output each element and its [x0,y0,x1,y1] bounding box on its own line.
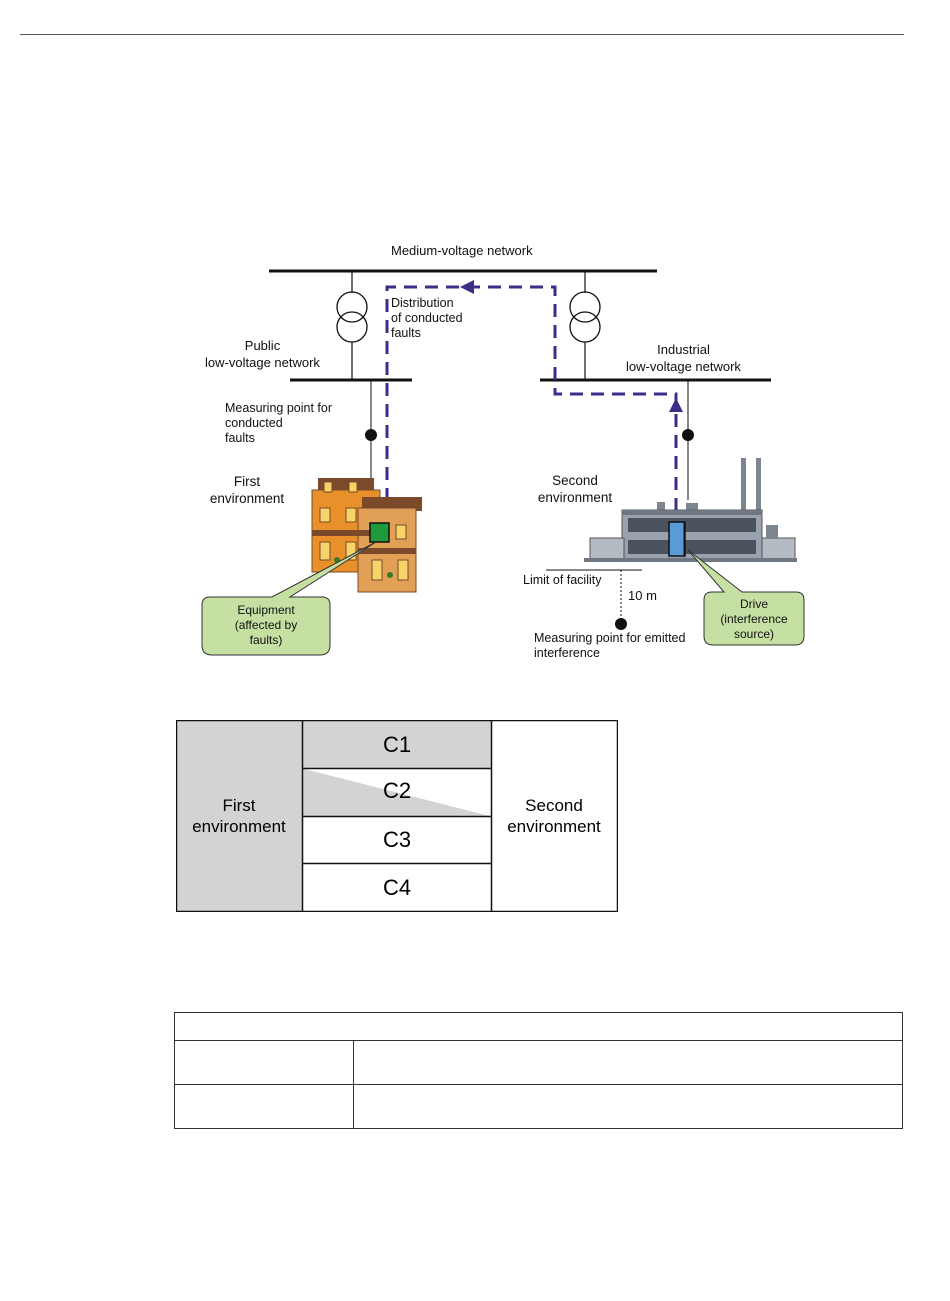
second-environment-line: environment [537,490,613,505]
category-table-grid [176,720,618,912]
category-c4: C4 [382,874,412,900]
equipment-callout-text: Equipment (affected by faults) [202,603,330,648]
diagram-graphics [201,269,805,656]
drive-callout-line: source) [733,627,774,641]
public-lv-label: Public low-voltage network [196,337,329,371]
distribution-label-line: Distribution [391,296,454,310]
first-environment-line: environment [209,491,285,506]
factory-illustration [584,458,797,562]
emitted-measuring-point [615,618,627,630]
table-cell [174,1040,354,1085]
drive-callout-line: Drive [739,597,768,611]
limit-of-facility-label: Limit of facility [523,573,602,587]
drive-callout-line: (interference [720,612,788,626]
second-environment-line: Second [552,473,598,488]
measuring-conducted-line: Measuring point for [225,401,333,415]
measuring-conducted-line: conducted [225,416,283,430]
first-environment-label: First environment [205,473,289,507]
drive-callout-shape [687,549,805,646]
drive-callout-text: Drive (interference source) [704,597,804,642]
house-illustration [311,478,422,593]
industrial-transformer-upper [569,291,601,323]
equipment-callout-line: (affected by [234,618,298,632]
measuring-emitted-label: Measuring point for emitted interference [534,631,685,661]
category-c3: C3 [382,827,412,852]
equipment-box [369,522,390,543]
category-table: First environment C1 C2 C3 C4 Second env… [176,720,618,912]
public-lv-label-line: low-voltage network [205,355,320,370]
first-environment-cell: First environment [192,796,286,836]
distance-label: 10 m [628,588,657,603]
public-transformer-lower [336,311,368,343]
measuring-conducted-label: Measuring point for conducted faults [225,401,332,446]
measuring-conducted-line: faults [225,431,255,445]
public-transformer-upper [336,291,368,323]
empty-table [174,1012,903,1129]
table-cell [353,1084,903,1129]
category-c1: C1 [382,731,412,757]
table-cell [353,1040,903,1085]
industrial-lv-label-line: Industrial [657,342,710,357]
table-cell [174,1084,354,1129]
second-environment-cell: Second environment [507,796,601,836]
path-arrow-up [669,398,683,412]
public-lv-label-line: Public [244,338,281,353]
conducted-measuring-point [365,429,377,441]
category-c2: C2 [382,777,412,803]
equipment-callout-shape [201,541,377,656]
industrial-measuring-point [682,429,694,441]
header-rule [20,34,904,35]
distribution-label-line: of conducted [391,311,463,325]
measuring-emitted-line: Measuring point for emitted [534,631,686,645]
industrial-lv-label-line: low-voltage network [626,359,741,374]
distribution-label-line: faults [391,326,421,340]
first-environment-line: First [233,474,261,489]
equipment-callout-line: Equipment [237,603,295,617]
table-header-cell [174,1012,903,1041]
medium-voltage-label: Medium-voltage network [391,243,533,258]
fault-path [385,285,678,532]
table-header-row [174,1012,903,1041]
table-row [174,1040,903,1085]
industrial-transformer-lower [569,311,601,343]
table-row [174,1084,903,1129]
emc-diagram: Medium-voltage network Distribution of c… [196,243,805,661]
second-environment-label: Second environment [533,472,617,506]
equipment-callout-line: faults) [249,633,283,647]
drive-box [668,521,686,557]
distribution-label: Distribution of conducted faults [391,296,463,341]
industrial-lv-label: Industrial low-voltage network [617,341,750,375]
path-arrow-left [460,280,474,294]
measuring-emitted-line: interference [534,646,601,660]
